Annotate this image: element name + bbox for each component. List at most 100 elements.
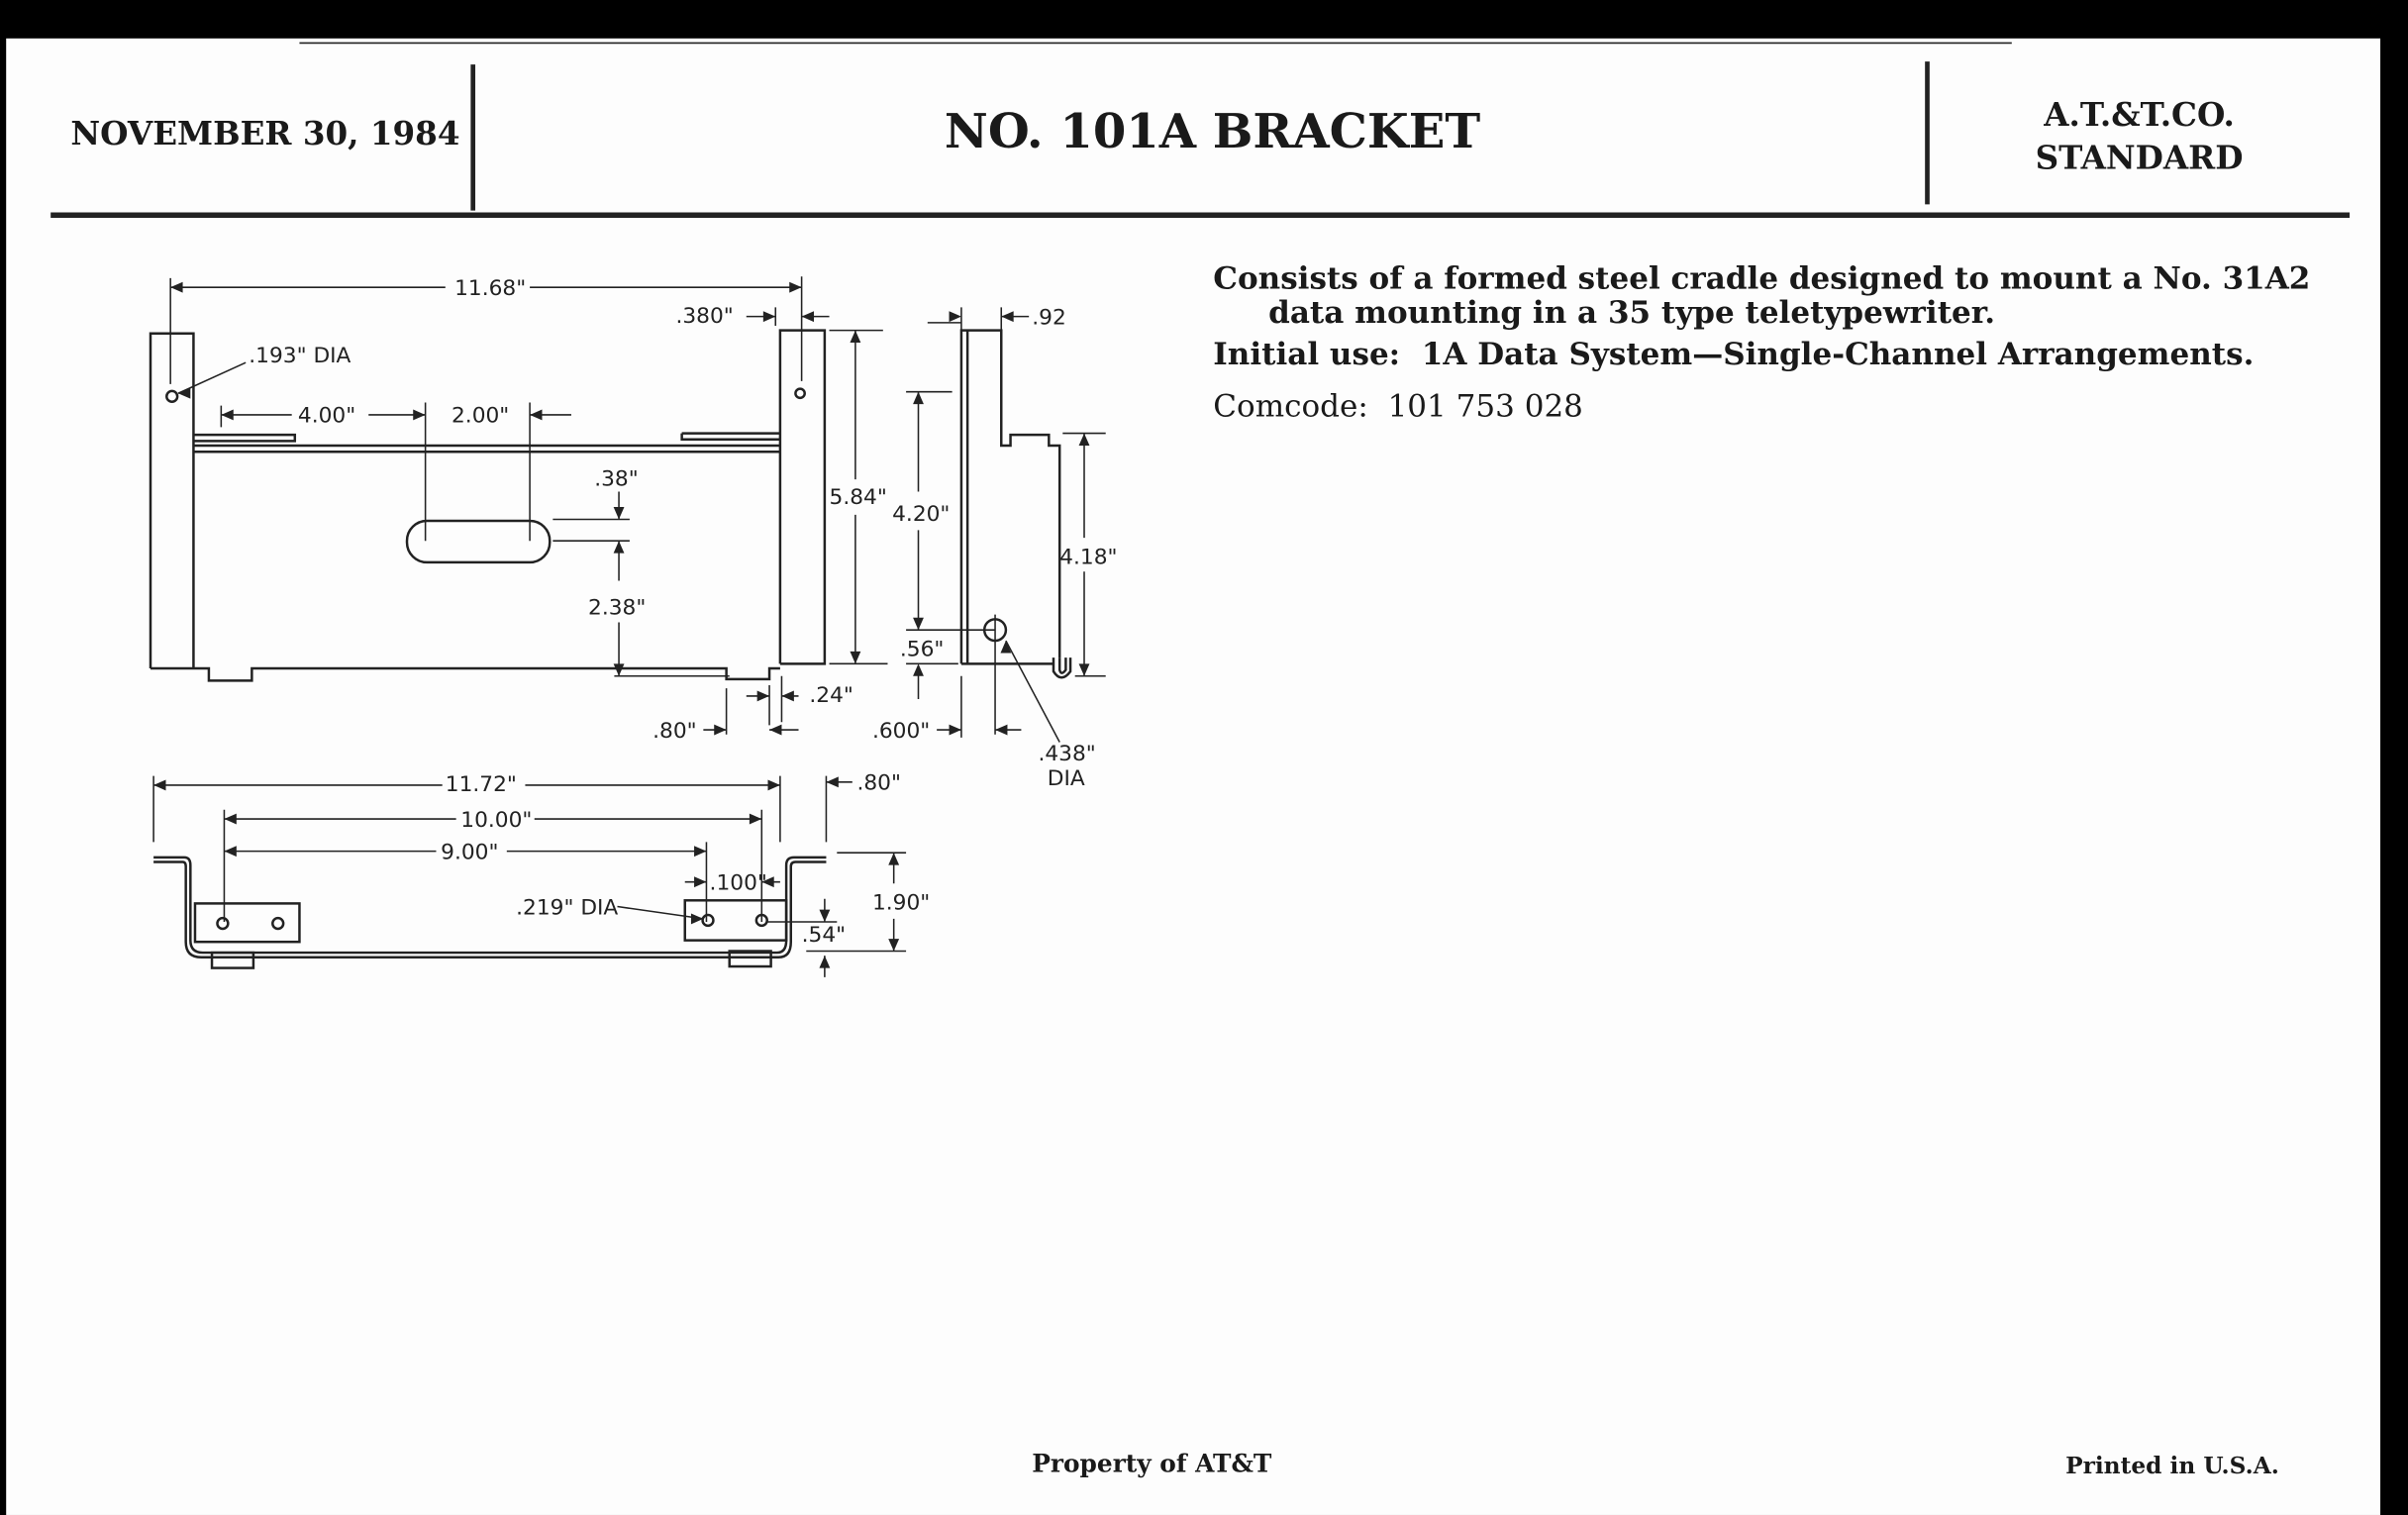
dim-label: .80" [652,719,696,744]
slot [405,519,552,564]
arrowhead [756,690,770,702]
hole-icon [165,389,179,404]
shelf [193,444,780,454]
dim-line [767,852,907,977]
leader [1005,640,1060,743]
arrowhead [789,281,802,293]
foot [728,950,772,968]
arrowhead [749,813,762,825]
arrowhead [819,956,831,968]
arrowhead [761,876,774,888]
dim-label: .600" [872,719,930,744]
dim-label: .380" [675,304,733,329]
arrowhead [1078,433,1090,446]
bottom-edge [150,666,780,682]
footer-property: Property of AT&T [1032,1449,1272,1478]
arrowhead [714,724,727,736]
dim-label: .56" [900,638,944,662]
arrowhead [221,409,234,421]
arrowhead [694,846,707,858]
dim-label: 10.00" [460,808,532,833]
dim-line [169,276,803,384]
arrowhead [850,651,861,664]
tab [193,902,301,944]
dim-label: .80" [856,771,900,796]
leader [617,905,704,920]
initial-use-value: 1A Data System—Single-Channel Arrangemen… [1421,335,2255,372]
arrowhead [177,387,191,399]
hole-icon [701,913,715,928]
arrowhead [613,507,625,520]
dim-label: DIA [1048,766,1085,791]
right-post [778,329,827,665]
standard-line2: STANDARD [2035,138,2244,177]
dim-line [552,491,730,677]
hole-icon [794,387,806,400]
dim-line [703,675,799,735]
arrowhead [888,853,900,865]
dim-label: 11.68" [454,276,526,301]
arrowhead [224,846,237,858]
arrowhead [767,779,780,791]
initial-use: Initial use: 1A Data System—Single-Chann… [1213,335,2254,371]
arrowhead [826,776,839,788]
arrowhead [170,281,183,293]
dim-label: 4.18" [1059,545,1117,569]
spec-sheet [6,38,2381,1515]
dim-line [746,307,830,326]
hole-icon [271,916,285,931]
hook [1052,657,1072,679]
page-title: NO. 101A BRACKET [944,104,1481,160]
dim-line [829,329,888,665]
dim-label: .54" [802,923,846,948]
side-profile [959,329,1061,665]
flange [193,432,780,443]
arrowhead [613,663,625,676]
left-post [149,332,195,668]
arrowhead [762,311,776,323]
dim-line [927,307,1030,738]
arrowhead [1000,641,1012,654]
arrowhead [613,541,625,554]
arrowhead [1078,663,1090,676]
arrowhead [888,939,900,952]
dim-label: .38" [594,466,638,491]
arrowhead [995,724,1008,736]
dim-label: .24" [809,683,853,708]
dim-label: 2.00" [452,404,509,429]
arrowhead [530,409,543,421]
arrowhead [153,779,166,791]
dim-label: 11.72" [446,772,517,797]
comcode: Comcode: 101 753 028 [1213,387,1583,424]
leader [177,361,247,394]
comcode-value: 101 753 028 [1387,387,1583,425]
arrowhead [690,913,704,925]
initial-use-label: Initial use: [1213,335,1401,372]
arrowhead [694,876,707,888]
arrowhead [913,617,924,631]
dim-line [220,402,571,542]
foot [210,951,255,969]
dim-label: 2.38" [588,596,646,621]
dim-label: 4.20" [892,502,950,527]
dim-label: 9.00" [441,840,498,864]
hole-icon [216,916,230,931]
arrowhead [819,909,831,923]
dim-label: .219" DIA [516,895,618,920]
arrowhead [913,663,924,676]
comcode-label: Comcode: [1213,387,1368,425]
footer-printed: Printed in U.S.A. [2065,1452,2279,1480]
channel [153,856,827,959]
dim-label: .92 [1032,305,1066,330]
standard-line1: A.T.&T.CO. [2044,95,2235,134]
arrowhead [801,311,815,323]
description-line2: data mounting in a 35 type teletypewrite… [1268,293,1996,331]
arrowhead [949,311,961,323]
dim-label: .193" DIA [249,344,351,368]
tab [683,899,788,942]
arrowhead [413,409,426,421]
dim-line [906,390,996,700]
dim-label: 1.90" [872,891,930,916]
